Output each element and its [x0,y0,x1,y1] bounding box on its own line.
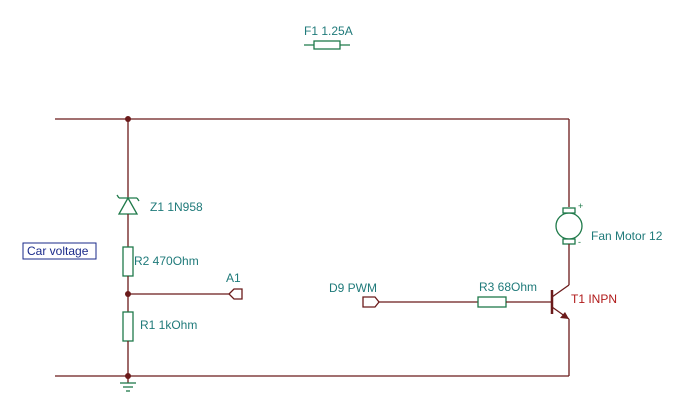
r2-label: R2 470Ohm [134,254,199,268]
fuse-label: F1 1.25A [304,24,353,38]
resistor-r3[interactable] [477,296,507,308]
d9-label: D9 PWM [329,281,377,295]
transistor-label: T1 INPN [571,292,617,306]
motor-label: Fan Motor 12 [591,229,663,243]
transistor-t1[interactable] [550,284,570,320]
car-voltage-box[interactable] [22,242,97,260]
r1-label: R1 1kOhm [140,318,197,332]
d9-port[interactable] [362,296,380,308]
a1-label: A1 [226,271,241,285]
zener-z1[interactable] [116,194,140,215]
zener-label: Z1 1N958 [150,200,203,214]
ground-icon [120,382,136,392]
r3-label: R3 68Ohm [479,280,537,294]
a1-port[interactable] [228,288,243,300]
motor-plus-sign: + [578,201,583,211]
fuse-f1[interactable] [304,40,350,50]
resistor-r2[interactable] [122,246,134,277]
fan-motor[interactable] [555,207,583,245]
resistor-r1[interactable] [122,311,134,342]
bottom-junction [125,373,131,379]
motor-minus-sign: - [578,237,581,247]
car-voltage-label: Car voltage [27,244,89,258]
